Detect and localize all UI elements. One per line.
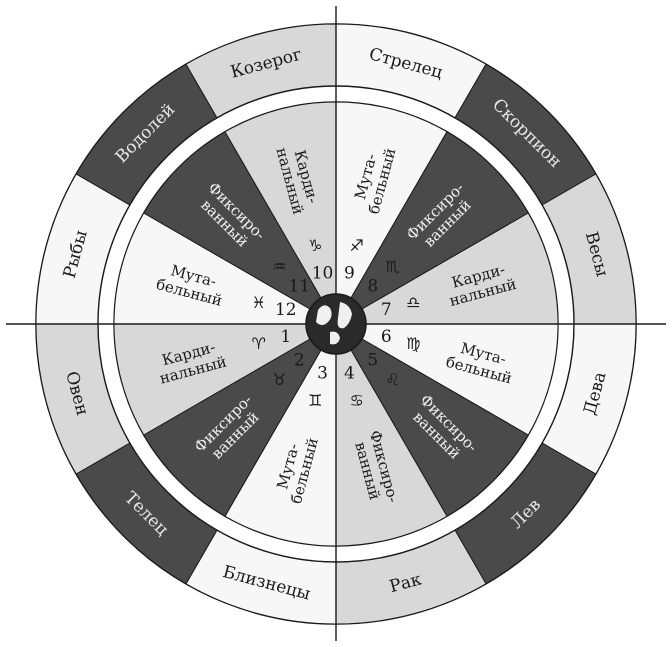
zodiac-glyph-icon: ♎ bbox=[406, 293, 420, 312]
house-number: 9 bbox=[344, 263, 355, 283]
house-number: 12 bbox=[275, 300, 297, 320]
center-globe bbox=[306, 294, 366, 354]
house-number: 8 bbox=[367, 277, 378, 297]
house-number: 11 bbox=[288, 277, 310, 297]
zodiac-glyph-icon: ♈ bbox=[252, 334, 266, 353]
house-number: 1 bbox=[280, 327, 291, 347]
zodiac-glyph-icon: ♐ bbox=[350, 236, 364, 255]
house-number: 7 bbox=[381, 300, 392, 320]
house-number: 10 bbox=[312, 263, 334, 283]
zodiac-glyph-icon: ♊ bbox=[308, 391, 322, 410]
zodiac-glyph-icon: ♉ bbox=[272, 370, 286, 389]
zodiac-glyph-icon: ♒ bbox=[272, 257, 286, 276]
house-number: 3 bbox=[317, 364, 328, 384]
house-number: 2 bbox=[294, 350, 305, 370]
globe-icon bbox=[306, 294, 366, 354]
house-number: 6 bbox=[381, 327, 392, 347]
zodiac-glyph-icon: ♌ bbox=[385, 370, 399, 389]
zodiac-glyph-icon: ♓ bbox=[252, 293, 266, 312]
zodiac-glyph-icon: ♏ bbox=[385, 257, 399, 276]
zodiac-glyph-icon: ♋ bbox=[350, 391, 364, 410]
zodiac-glyph-icon: ♍ bbox=[406, 334, 420, 353]
house-number: 5 bbox=[367, 350, 378, 370]
zodiac-glyph-icon: ♑ bbox=[308, 236, 322, 255]
house-number: 4 bbox=[344, 364, 355, 384]
